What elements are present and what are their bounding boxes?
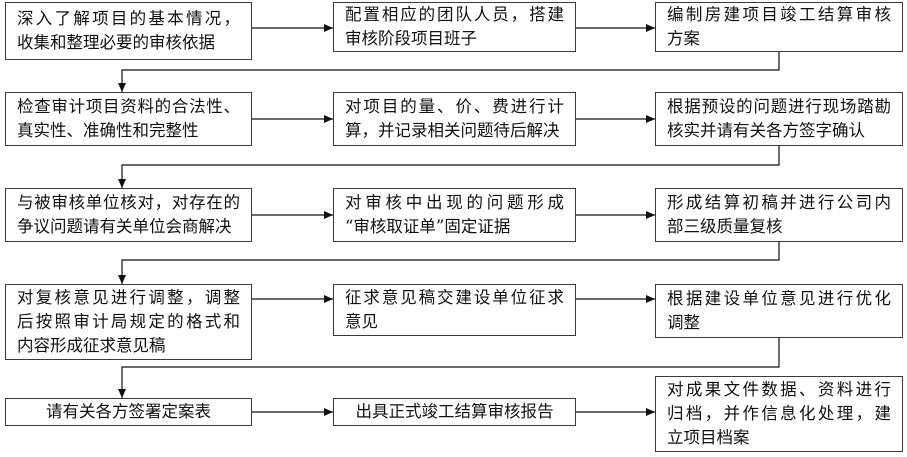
step-text-line: 核实并请有关各方签字确认 (667, 121, 865, 140)
step-text-line: 审核阶段项目班子 (345, 29, 477, 48)
step-box-10: 对复核意见进行调整，调整 后按照审计局规定的格式和 内容形成征求意见稿 (5, 284, 252, 360)
step-box-02: 配置相应的团队人员，搭建 审核阶段项目班子 (333, 2, 576, 52)
step-text-line: 形成结算初稿并进行公司内 (667, 193, 891, 212)
step-text-line: “审核取证单”固定证据 (345, 217, 511, 236)
step-text-line: 根据预设的问题进行现场踏勘 (667, 97, 891, 116)
step-box-06: 根据预设的问题进行现场踏勘 核实并请有关各方签字确认 (655, 92, 903, 146)
step-box-11: 征求意见稿交建设单位征求 意见 (333, 284, 576, 336)
step-text-line: 对成果文件数据、资料进行 (667, 380, 891, 399)
step-box-01: 深入了解项目的基本情况， 收集和整理必要的审核依据 (5, 2, 252, 60)
step-box-09: 形成结算初稿并进行公司内 部三级质量复核 (655, 188, 903, 242)
step-box-07: 与被审核单位核对，对存在的 争议问题请有关单位会商解决 (5, 188, 252, 242)
step-text-line: 意见 (345, 312, 378, 331)
step-box-13: 请有关各方签署定案表 (5, 398, 252, 426)
step-box-03: 编制房建项目竣工结算审核 方案 (655, 2, 903, 52)
step-text-line: 真实性、准确性和完整性 (17, 121, 199, 140)
step-text-line: 对项目的量、价、费进行计 (345, 97, 564, 116)
step-text-line: 检查审计项目资料的合法性、 (17, 97, 240, 116)
step-text-line: 算，并记录相关问题待后解决 (345, 121, 560, 140)
step-text-line: 调整 (667, 313, 700, 332)
step-text-line: 方案 (667, 29, 700, 48)
step-box-14: 出具正式竣工结算审核报告 (333, 398, 576, 426)
step-text-line: 对复核意见进行调整，调整 (17, 288, 240, 307)
arrow-step-06-to-07 (118, 146, 780, 188)
step-box-12: 根据建设单位意见进行优化 调整 (655, 284, 903, 338)
step-box-08: 对审核中出现的问题形成 “审核取证单”固定证据 (333, 188, 576, 242)
step-text-line: 征求意见稿交建设单位征求 (345, 288, 564, 307)
step-box-04: 检查审计项目资料的合法性、 真实性、准确性和完整性 (5, 92, 252, 146)
step-text-line: 立项目档案 (667, 428, 750, 447)
step-text-line: 争议问题请有关单位会商解决 (17, 217, 232, 236)
arrow-step-09-to-10 (118, 242, 780, 284)
step-text-line: 收集和整理必要的审核依据 (17, 33, 215, 52)
step-text-line: 出具正式竣工结算审核报告 (355, 402, 554, 421)
step-text-line: 编制房建项目竣工结算审核 (667, 5, 891, 24)
step-text-line: 后按照审计局规定的格式和 (17, 312, 240, 331)
step-text-line: 配置相应的团队人员，搭建 (345, 5, 564, 24)
step-text-line: 根据建设单位意见进行优化 (667, 289, 891, 308)
step-box-15: 对成果文件数据、资料进行 归档，并作信息化处理，建 立项目档案 (655, 376, 903, 452)
step-text-line: 与被审核单位核对，对存在的 (17, 193, 240, 212)
step-text-line: 对审核中出现的问题形成 (345, 193, 564, 212)
step-text-line: 归档，并作信息化处理，建 (667, 404, 891, 423)
step-text-line: 内容形成征求意见稿 (17, 336, 166, 355)
step-text-line: 深入了解项目的基本情况， (17, 9, 240, 28)
step-box-05: 对项目的量、价、费进行计 算，并记录相关问题待后解决 (333, 92, 576, 146)
step-text-line: 请有关各方签署定案表 (46, 402, 211, 421)
step-text-line: 部三级质量复核 (667, 217, 783, 236)
